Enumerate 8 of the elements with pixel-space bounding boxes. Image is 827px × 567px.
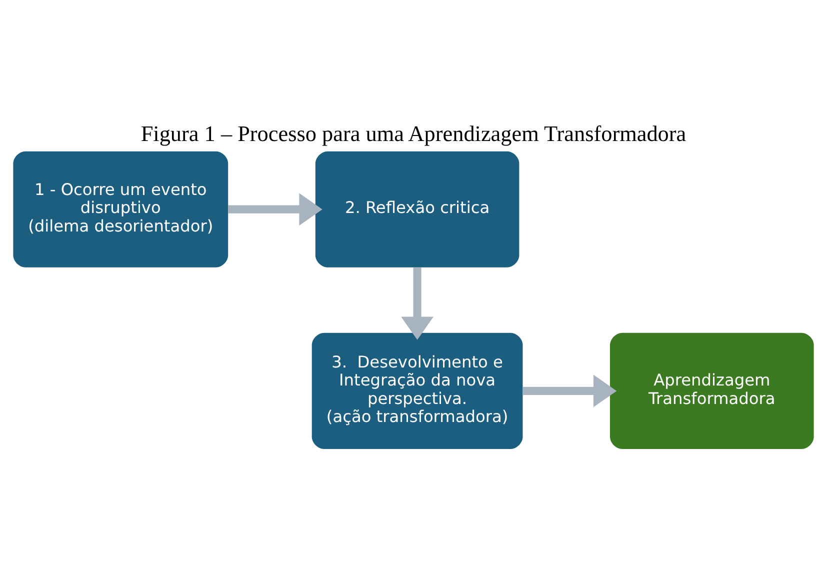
node-box: 2. Reflexão critica <box>315 150 520 267</box>
arrow <box>522 374 617 407</box>
diagram-title: Figura 1 – Processo para uma Aprendizagem Transformadora <box>140 120 686 146</box>
arrow <box>228 192 322 226</box>
node-box: 1 - Ocorre um evento disruptivo (dilema desorientador) <box>13 150 228 267</box>
node-box: 3. Desevolvimento e Integração da nova perspectiva. (ação transformadora) <box>312 332 523 448</box>
arrow <box>401 267 434 340</box>
node-box: Aprendizagem Transformadora <box>610 332 814 448</box>
